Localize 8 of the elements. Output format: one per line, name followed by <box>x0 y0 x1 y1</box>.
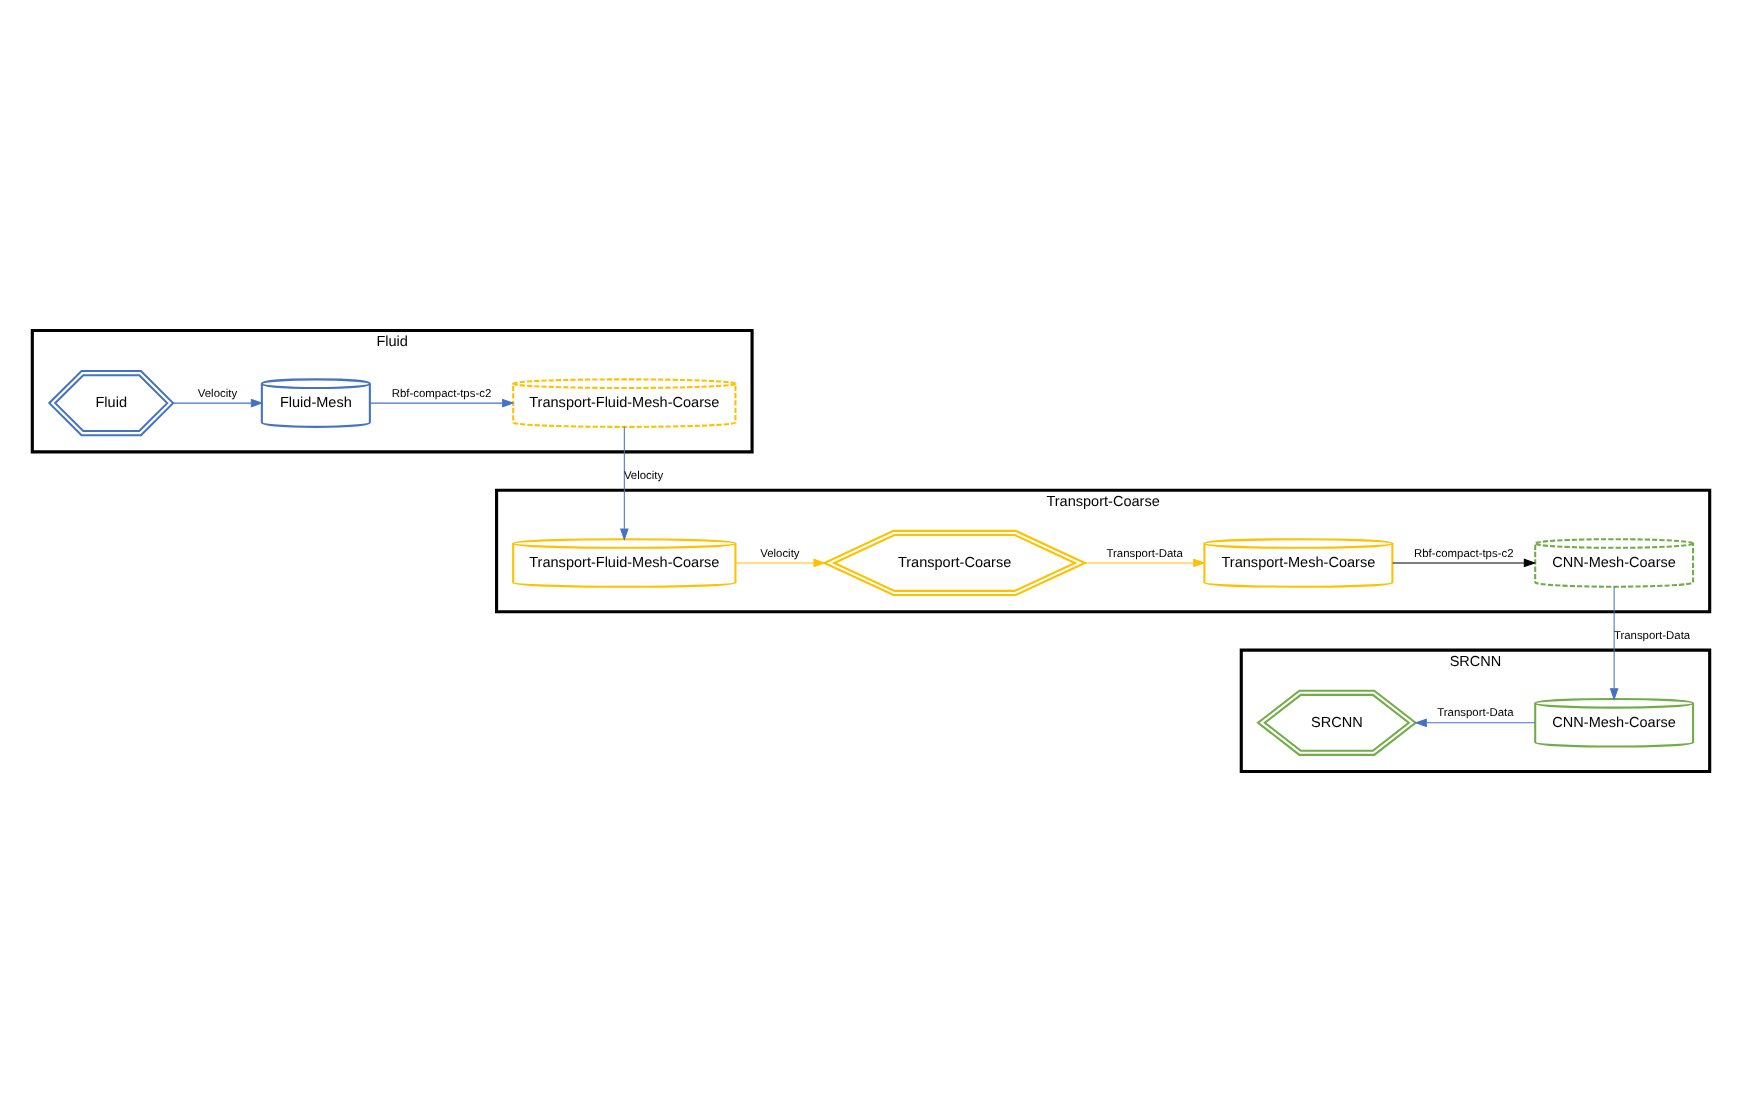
arrow <box>368 397 514 407</box>
arrow <box>734 557 825 567</box>
arrow <box>618 425 628 540</box>
arrow <box>1083 557 1205 567</box>
arrow <box>171 397 263 407</box>
arrow <box>1391 557 1536 567</box>
arrow <box>1413 717 1535 727</box>
arrow <box>1608 585 1618 700</box>
